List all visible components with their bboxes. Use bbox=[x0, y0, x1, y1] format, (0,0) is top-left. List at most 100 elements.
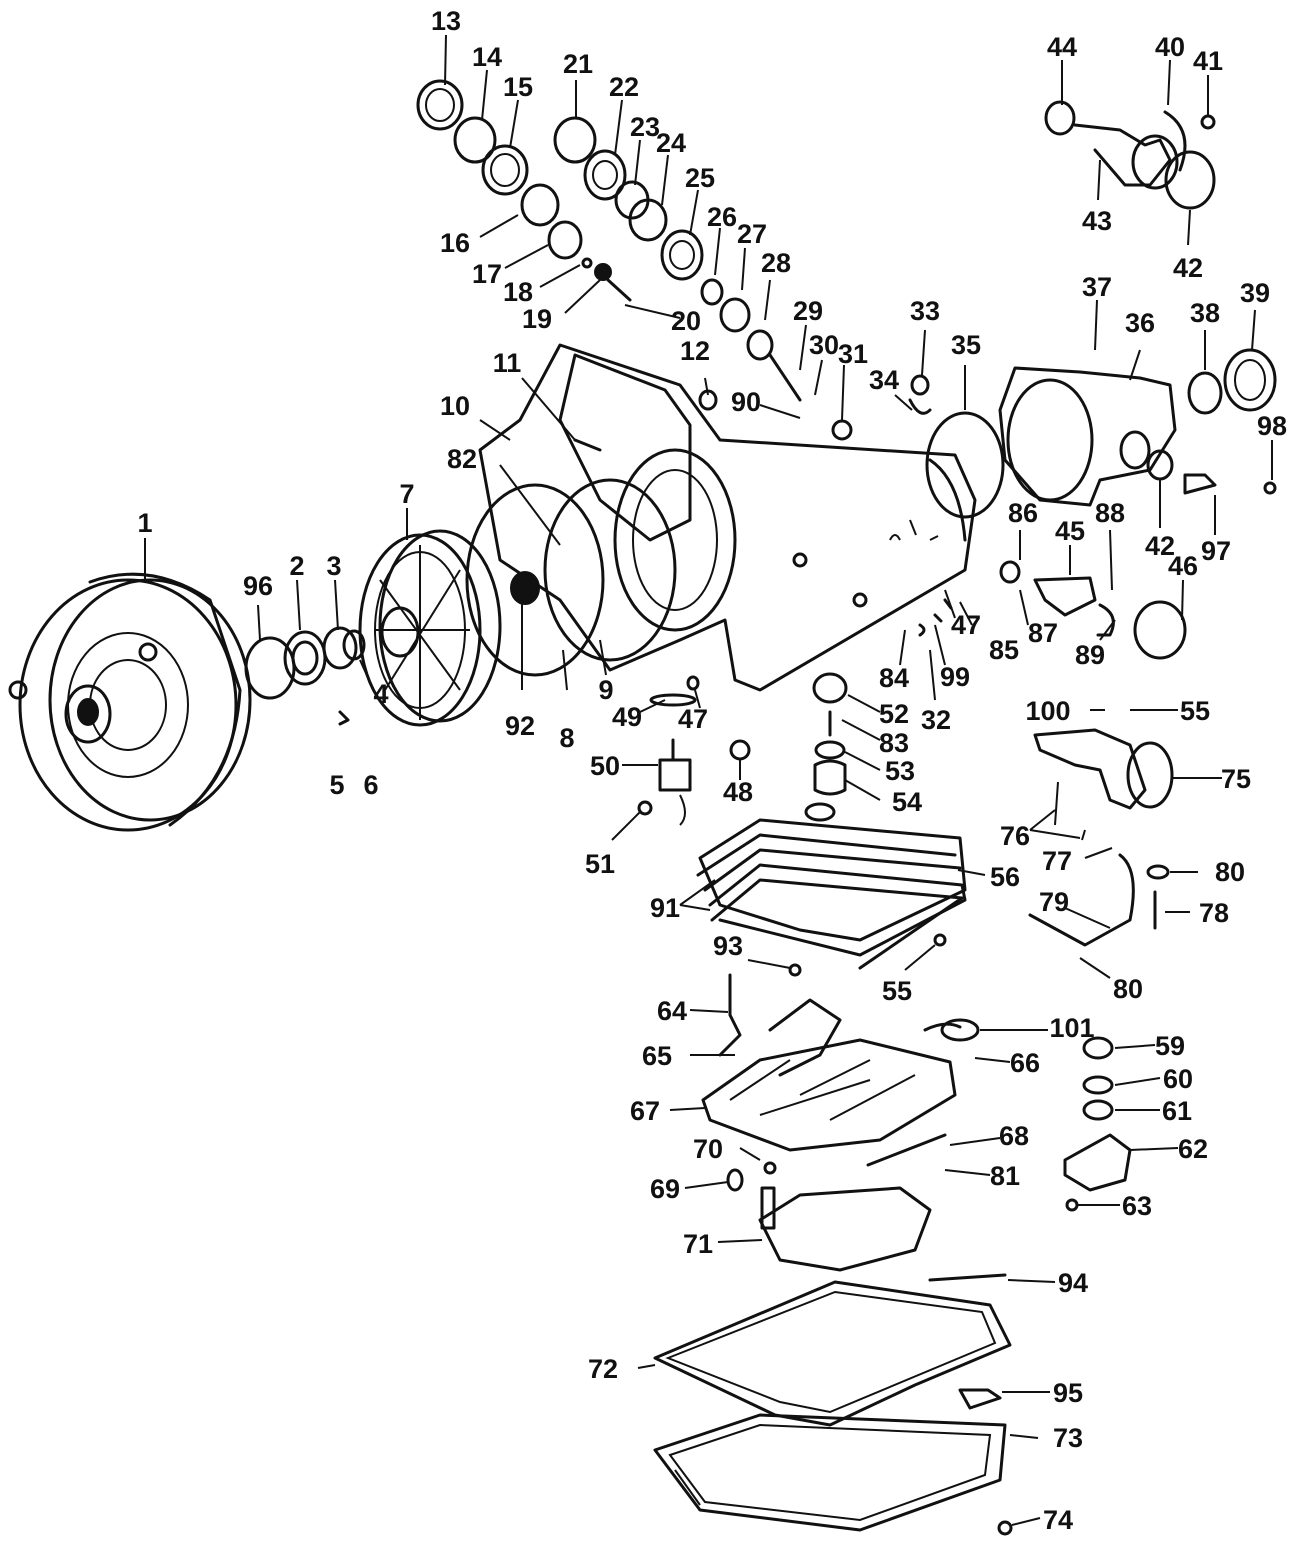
callout-80b: 80 bbox=[1113, 974, 1143, 1004]
callout-96: 96 bbox=[243, 571, 273, 601]
transmission-case bbox=[478, 343, 977, 692]
callout-24: 24 bbox=[656, 128, 686, 158]
callout-35: 35 bbox=[951, 330, 981, 360]
callout-39: 39 bbox=[1240, 278, 1270, 308]
callout-27: 27 bbox=[737, 219, 767, 249]
callout-labels: 1 2 3 4 5 6 7 8 9 10 11 12 13 14 15 16 1… bbox=[137, 6, 1287, 1535]
callout-42b: 42 bbox=[1145, 531, 1175, 561]
callout-7: 7 bbox=[399, 479, 414, 509]
callout-28: 28 bbox=[761, 248, 791, 278]
callout-93: 93 bbox=[713, 931, 743, 961]
callout-50: 50 bbox=[590, 751, 620, 781]
callout-17: 17 bbox=[472, 259, 502, 289]
callout-47a: 47 bbox=[951, 610, 981, 640]
oil-pan-gasket-72 bbox=[653, 1280, 1012, 1427]
callout-83: 83 bbox=[879, 728, 909, 758]
callout-9: 9 bbox=[598, 675, 613, 705]
callout-2: 2 bbox=[289, 551, 304, 581]
callout-75: 75 bbox=[1221, 764, 1251, 794]
callout-37: 37 bbox=[1082, 272, 1112, 302]
callout-100: 100 bbox=[1025, 696, 1070, 726]
callout-92: 92 bbox=[505, 711, 535, 741]
callout-51: 51 bbox=[585, 849, 615, 879]
callout-11: 11 bbox=[493, 348, 522, 378]
callout-18: 18 bbox=[503, 277, 533, 307]
callout-16: 16 bbox=[440, 228, 470, 258]
callout-81: 81 bbox=[990, 1161, 1020, 1191]
callout-67: 67 bbox=[630, 1096, 660, 1126]
callout-47b: 47 bbox=[678, 704, 708, 734]
callout-31: 31 bbox=[838, 339, 868, 369]
callout-95: 95 bbox=[1053, 1378, 1083, 1408]
callout-3: 3 bbox=[326, 551, 341, 581]
callout-74: 74 bbox=[1043, 1505, 1073, 1535]
callout-98: 98 bbox=[1257, 411, 1287, 441]
callout-86: 86 bbox=[1008, 498, 1038, 528]
callout-77: 77 bbox=[1042, 846, 1072, 876]
oil-filter bbox=[758, 1186, 1007, 1282]
callout-70: 70 bbox=[693, 1134, 723, 1164]
callout-53: 53 bbox=[885, 756, 915, 786]
callout-21: 21 bbox=[563, 49, 593, 79]
modulator-and-sensor bbox=[918, 560, 1187, 660]
callout-82: 82 bbox=[447, 444, 477, 474]
case-gasket-35 bbox=[925, 411, 1005, 519]
extension-housing bbox=[998, 348, 1277, 507]
callout-87: 87 bbox=[1028, 618, 1058, 648]
callout-71: 71 bbox=[683, 1229, 713, 1259]
callout-43: 43 bbox=[1082, 206, 1112, 236]
callout-40: 40 bbox=[1155, 32, 1185, 62]
callout-23: 23 bbox=[630, 112, 660, 142]
callout-19: 19 bbox=[522, 304, 552, 334]
leader-lines bbox=[144, 34, 1273, 1526]
callout-60: 60 bbox=[1163, 1064, 1193, 1094]
callout-64: 64 bbox=[657, 996, 687, 1026]
callout-99: 99 bbox=[940, 662, 970, 692]
callout-38: 38 bbox=[1190, 298, 1220, 328]
callout-12: 12 bbox=[680, 336, 710, 366]
callout-32: 32 bbox=[921, 705, 951, 735]
callout-65: 65 bbox=[642, 1041, 672, 1071]
callout-80a: 80 bbox=[1215, 857, 1245, 887]
callout-85: 85 bbox=[989, 635, 1019, 665]
callout-26: 26 bbox=[707, 202, 737, 232]
callout-78: 78 bbox=[1199, 898, 1229, 928]
oil-pan-73 bbox=[653, 1388, 1013, 1536]
callout-1: 1 bbox=[137, 508, 152, 538]
callout-76: 76 bbox=[1000, 821, 1030, 851]
callout-84: 84 bbox=[879, 663, 909, 693]
callout-94: 94 bbox=[1058, 1268, 1088, 1298]
callout-14: 14 bbox=[472, 42, 502, 72]
callout-10: 10 bbox=[440, 391, 470, 421]
callout-20: 20 bbox=[671, 306, 701, 336]
callout-45: 45 bbox=[1055, 516, 1085, 546]
valve-body-gasket-stack bbox=[696, 818, 967, 977]
callout-72: 72 bbox=[588, 1354, 618, 1384]
callout-48: 48 bbox=[723, 777, 753, 807]
callout-41: 41 bbox=[1193, 46, 1223, 76]
callout-25: 25 bbox=[685, 163, 715, 193]
callout-52: 52 bbox=[879, 699, 909, 729]
callout-91: 91 bbox=[650, 893, 680, 923]
filter-plug-52 bbox=[804, 672, 848, 822]
callout-49: 49 bbox=[612, 702, 642, 732]
callout-59: 59 bbox=[1155, 1031, 1185, 1061]
callout-63: 63 bbox=[1122, 1191, 1152, 1221]
valve-body bbox=[701, 973, 980, 1192]
callout-89: 89 bbox=[1075, 640, 1105, 670]
input-seal-stack bbox=[416, 79, 802, 402]
torque-converter bbox=[8, 572, 252, 832]
callout-4: 4 bbox=[373, 679, 388, 709]
callout-30: 30 bbox=[809, 330, 839, 360]
callout-97: 97 bbox=[1201, 536, 1231, 566]
callout-33: 33 bbox=[910, 296, 940, 326]
callout-66: 66 bbox=[1010, 1048, 1040, 1078]
callout-54: 54 bbox=[892, 787, 922, 817]
callout-56: 56 bbox=[990, 862, 1020, 892]
callout-79: 79 bbox=[1039, 887, 1069, 917]
callout-5: 5 bbox=[329, 770, 344, 800]
callout-61: 61 bbox=[1162, 1096, 1192, 1126]
callout-22: 22 bbox=[609, 72, 639, 102]
callout-46: 46 bbox=[1168, 551, 1198, 581]
